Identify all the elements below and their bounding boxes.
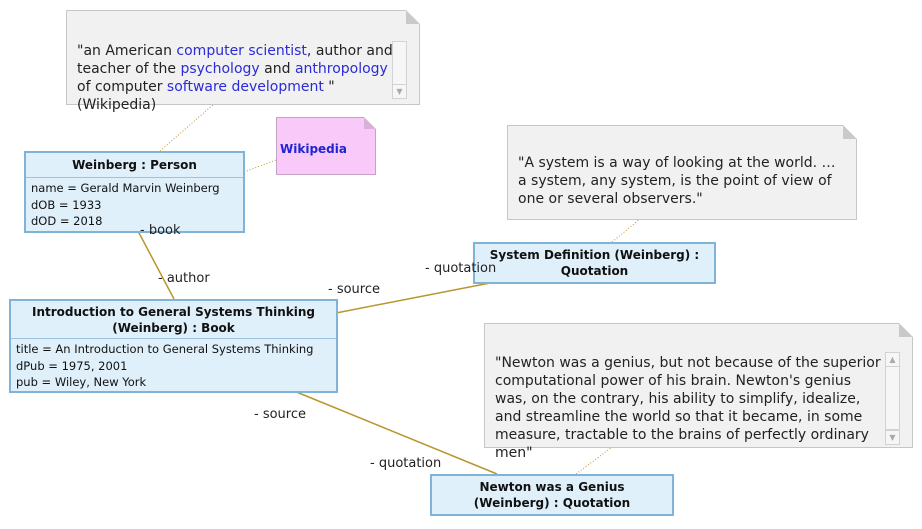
link-anthropology[interactable]: anthropology [294,61,388,77]
object-header-line2: (Weinberg) : Quotation [473,496,631,510]
wikipedia-note[interactable]: Wikipedia [276,117,376,175]
role-label-quotation: - quotation [370,456,442,471]
note-scrollbar[interactable] [392,41,407,85]
note-text: "an American computer scientist, author … [77,42,397,114]
note-anchor-weinberg [159,102,216,152]
association-book-system-quote[interactable] [335,282,491,314]
note-text: "Newton was a genius, but not because of… [495,355,881,461]
note-text-mid1: , author and teacher of the [77,43,393,77]
note-system-definition: "A system is a way of looking at the wor… [507,125,857,220]
note-text-mid3: of computer [77,79,167,95]
object-newton-quotation[interactable]: Newton was a Genius (Weinberg) : Quotati… [430,474,674,516]
attribute-title: title = An Introduction to General Syste… [16,342,314,356]
note-text: "A system is a way of looking at the wor… [518,155,836,207]
object-header-line2: (Weinberg) : Book [112,321,235,335]
scroll-up-arrow-icon[interactable]: ▲ [885,352,900,367]
object-header: Introduction to General Systems Thinking… [11,301,336,339]
object-attributes: title = An Introduction to General Syste… [11,339,336,391]
note-scrollbar[interactable] [885,366,900,430]
scroll-down-arrow-icon[interactable]: ▼ [885,430,900,445]
note-text-mid2: and [259,61,295,77]
note-weinberg-description: "an American computer scientist, author … [66,10,420,113]
association-book-newton-quote[interactable] [293,390,498,475]
role-label-source: - source [328,282,380,297]
note-fold [843,125,857,139]
attribute-pub: pub = Wiley, New York [16,375,147,389]
wikipedia-link[interactable]: Wikipedia [280,142,347,156]
link-computer-scientist[interactable]: computer scientist [176,43,307,59]
note-text-prefix: "an American [77,43,177,59]
object-header: System Definition (Weinberg) : Quotation [475,244,714,279]
attribute-dod: dOD = 2018 [31,214,103,228]
note-text-suffix: " (Wikipedia) [77,79,335,113]
object-header-line1: System Definition (Weinberg) : [489,248,700,262]
object-book[interactable]: Introduction to General Systems Thinking… [9,299,338,393]
role-label-quotation: - quotation [425,261,497,276]
role-label-book: - book [140,223,181,238]
object-header-line1: Introduction to General Systems Thinking [31,305,316,319]
attribute-dpub: dPub = 1975, 2001 [16,358,128,373]
association-author-book[interactable] [137,230,175,300]
object-header: Weinberg : Person [26,153,243,178]
note-anchor-wikipedia [243,159,277,173]
role-label-source: - source [254,407,306,422]
note-fold [364,117,376,129]
link-software-development[interactable]: software development [166,79,324,95]
note-fold [899,323,913,337]
note-anchor-system-def [611,218,641,243]
note-fold [406,10,420,24]
object-header-line2: Quotation [560,264,629,278]
attribute-name: name = Gerald Marvin Weinberg [31,181,220,195]
link-psychology[interactable]: psychology [180,61,260,77]
role-label-author: - author [158,271,210,286]
object-weinberg-person[interactable]: Weinberg : Person name = Gerald Marvin W… [24,151,245,233]
object-header-line1: Newton was a Genius [479,480,625,494]
object-system-definition-quotation[interactable]: System Definition (Weinberg) : Quotation [473,242,716,284]
attribute-dob: dOB = 1933 [31,197,102,212]
scroll-down-arrow-icon[interactable]: ▼ [392,84,407,99]
object-header: Newton was a Genius (Weinberg) : Quotati… [432,476,672,511]
object-attributes: name = Gerald Marvin Weinberg dOB = 1933… [26,178,243,230]
note-newton-genius: "Newton was a genius, but not because of… [484,323,913,461]
